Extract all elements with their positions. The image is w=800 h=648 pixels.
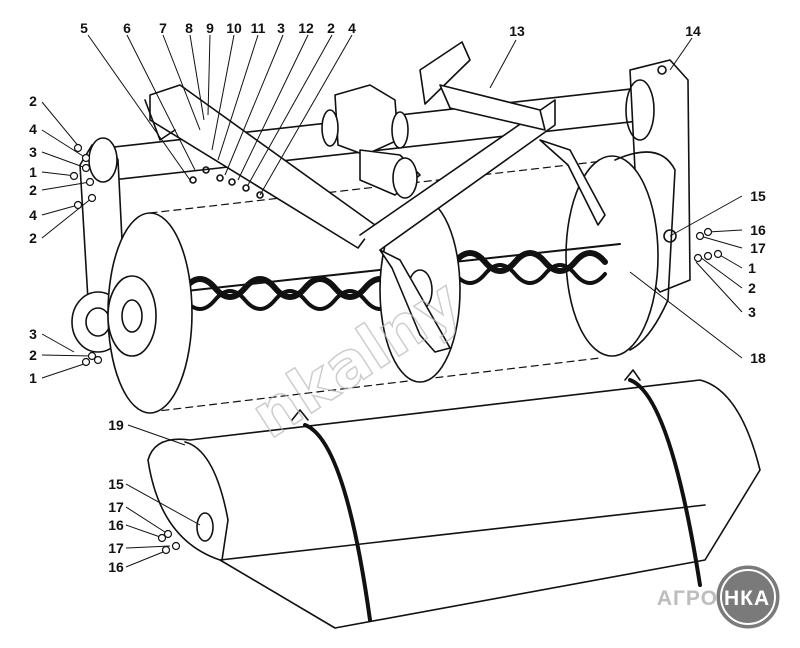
callout-8: 8: [185, 20, 193, 36]
brand-right-text: НКА: [724, 587, 770, 610]
callout-right-17: 17: [750, 240, 766, 256]
callout-10: 10: [226, 20, 242, 36]
callout-bottom-16b: 16: [108, 559, 124, 575]
callout-right-2: 2: [748, 280, 756, 296]
callout-left-3a: 3: [29, 144, 37, 160]
callout-bottom-17b: 17: [108, 540, 124, 556]
callout-right-3: 3: [748, 304, 756, 320]
callout-3-top: 3: [277, 20, 285, 36]
callout-bottom-15: 15: [108, 476, 124, 492]
callout-right-16: 16: [750, 222, 766, 238]
callout-19: 19: [108, 417, 124, 433]
callout-left-2a: 2: [29, 93, 37, 109]
leader-lines: [41, 34, 743, 568]
main-frame-beam: [144, 84, 606, 353]
callout-9: 9: [206, 20, 214, 36]
callout-right-15: 15: [750, 188, 766, 204]
brand-circle: [713, 562, 783, 632]
callout-left-4a: 4: [29, 121, 37, 137]
callout-11: 11: [251, 20, 266, 36]
bolts-washers: [69, 143, 723, 555]
callout-left-2b: 2: [29, 182, 37, 198]
callout-bottom-16a: 16: [108, 517, 124, 533]
callout-2-top: 2: [327, 20, 335, 36]
callout-5: 5: [80, 20, 88, 36]
gearbox: [321, 84, 421, 199]
callout-7: 7: [159, 20, 167, 36]
left-disc: [107, 212, 193, 414]
brand-badge: АГРО НКА: [657, 562, 783, 632]
callout-13: 13: [509, 23, 525, 39]
callout-4-top: 4: [348, 20, 356, 36]
callout-right-1: 1: [748, 260, 756, 276]
callout-left-2c: 2: [29, 230, 37, 246]
callout-6: 6: [123, 20, 131, 36]
callout-14: 14: [685, 23, 701, 39]
callout-left-1b: 1: [29, 370, 37, 386]
callout-right-18: 18: [750, 350, 766, 366]
callout-left-4b: 4: [29, 207, 37, 223]
callout-bottom-17a: 17: [108, 499, 124, 515]
callout-left-1a: 1: [29, 164, 37, 180]
callout-left-3b: 3: [29, 326, 37, 342]
callout-left-2d: 2: [29, 347, 37, 363]
roller-cover: [147, 369, 761, 629]
callout-labels: 5 6 7 8 9 10 11 3 12 2 4 13 14 2 4 3 1 2…: [29, 20, 766, 575]
brand-left-text: АГРО: [657, 587, 718, 610]
right-mount-bracket: [419, 41, 546, 131]
callout-12: 12: [298, 20, 314, 36]
